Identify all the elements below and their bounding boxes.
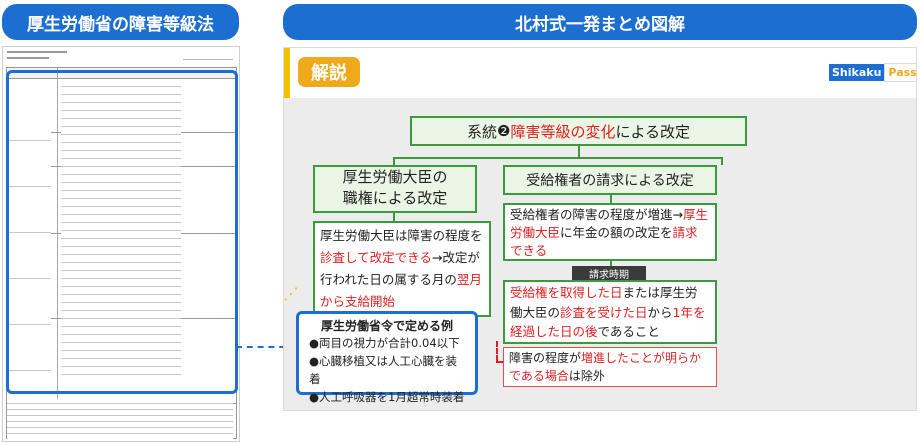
exception-box: 障害の程度が増進したことが明らかである場合は除外 [503,347,717,387]
tree-connector [610,195,612,203]
doc-header-line [183,59,233,60]
tree-connector [610,261,612,267]
left-body-b: 診査して改定できる [320,250,432,265]
right-body-c: 厚生労働大臣 [510,207,709,240]
exception-connector [496,341,498,361]
top-box-highlight: 障害等級の変化 [510,122,616,141]
connector-line [236,346,296,348]
ordinance-title: 厚生労働省令で定める例 [320,319,453,333]
request-timing-tag: 請求時期 [572,266,646,281]
right-body-e: 請求できる [510,225,698,258]
right-branch-body: 受給権者の障害の程度が増進→厚生労働大臣に年金の額の改定を請求できる [503,203,717,261]
right-heading: 北村式一発まとめ図解 [283,4,917,40]
right-branch-title-text: 受給権者の請求による改定 [526,173,694,189]
exception-connector [496,361,504,363]
exc-a: 障害の程度が [509,351,582,365]
doc-text-lines [61,81,181,381]
sparkle-icon: ⋰ [283,284,299,303]
top-box-suffix: による改定 [615,122,691,141]
tree-connector [721,157,723,165]
time-d: から [647,304,673,320]
left-body-c: →改定が行われた日の属する月の [320,250,480,287]
top-box-number: ❷ [496,122,511,140]
left-branch-title-line1: 厚生労働大臣の [342,168,448,186]
time-f: であること [597,324,660,339]
tree-connector [393,157,395,165]
ordinance-item: ●両目の視力が合計0.04以下 [309,336,460,350]
table-highlight-box [6,70,238,394]
left-body-a: 厚生労働大臣は障害の程度を [320,228,483,243]
exc-b: 増進したことが明らかである場合 [509,351,702,383]
left-body-d: 翌月から支給開始 [320,272,482,309]
tree-connector [578,146,580,158]
doc-text-lines [7,399,233,439]
time-c: 診査を受けた日 [560,304,648,320]
top-box-prefix: 系統 [466,122,497,141]
exc-c: は除外 [568,369,605,383]
doc-table-divider [57,68,58,438]
logo-part1: Shikaku [829,63,885,81]
doc-header-line [7,57,49,59]
accent-strip [284,48,290,98]
ordinance-item: ●心臓移植又は人工心臓を装着 [309,354,458,386]
left-branch-body: 厚生労働大臣は障害の程度を診査して改定できる→改定が行われた日の属する月の翌月か… [313,221,491,317]
time-b: または厚生労働大臣の [510,285,698,320]
time-a: 受給権を取得した日 [510,285,623,300]
doc-table-header [7,68,236,79]
doc-text-lines [9,107,51,377]
request-timing-box: 受給権を取得した日または厚生労働大臣の診査を受けた日から1年を経過した日の後であ… [503,280,717,344]
right-body-d: に年金の額の改定を [560,225,673,240]
right-branch-title: 受給権者の請求による改定 [503,165,717,195]
tree-connector [393,213,395,221]
kaisetsu-badge: 解説 [298,57,360,87]
right-body-b: → [672,207,683,222]
doc-header-line [7,51,67,53]
panel-header [284,48,916,98]
logo-part2: Pass [884,62,916,82]
ordinance-item: ●人工呼吸器を1月超常時装着 [309,390,465,404]
left-branch-title-line2: 職権による改定 [342,189,448,207]
left-heading: 厚生労働省の障害等級法 [2,4,239,40]
time-e: 1年を経過した日の後 [510,304,706,340]
document-scan [2,46,240,442]
tree-connector [393,157,723,159]
left-branch-title: 厚生労働大臣の 職権による改定 [313,165,477,213]
ordinance-box: 厚生労働省令で定める例 ●両目の視力が合計0.04以下 ●心臓移植又は人工心臓を… [296,311,478,404]
right-body-a: 受給権者の障害の程度が増進 [510,207,673,222]
